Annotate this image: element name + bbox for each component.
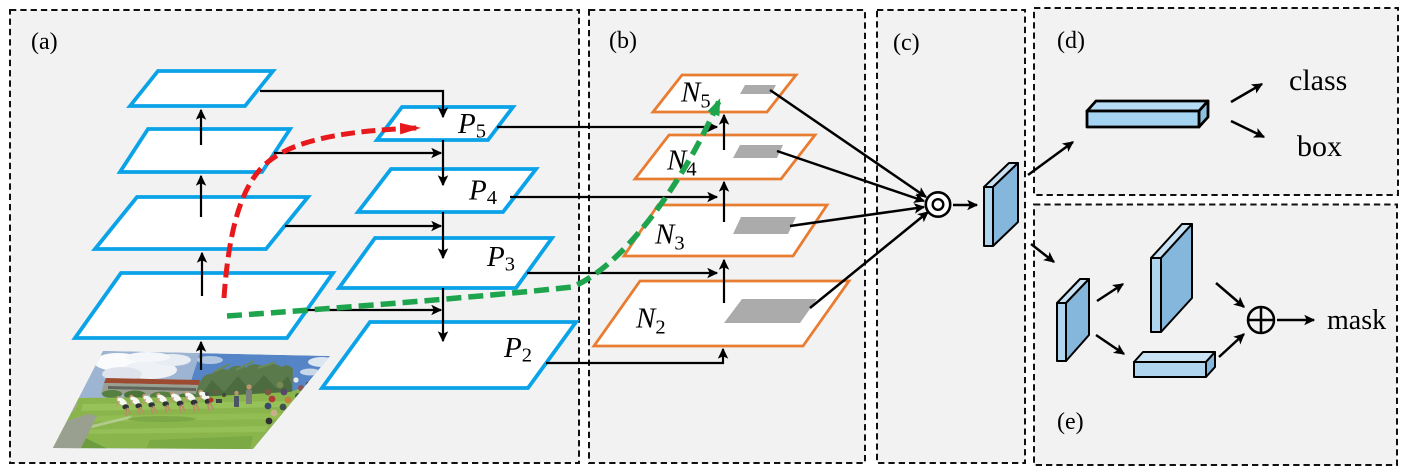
svg-text:mask: mask (1327, 305, 1386, 336)
svg-text:(c): (c) (893, 30, 920, 56)
svg-text:(b): (b) (609, 28, 637, 54)
svg-text:box: box (1297, 130, 1342, 163)
svg-text:N3: N3 (654, 219, 685, 255)
svg-text:(d): (d) (1057, 28, 1085, 54)
svg-text:(a): (a) (31, 29, 58, 55)
svg-text:(e): (e) (1057, 409, 1084, 435)
svg-text:class: class (1289, 64, 1347, 97)
